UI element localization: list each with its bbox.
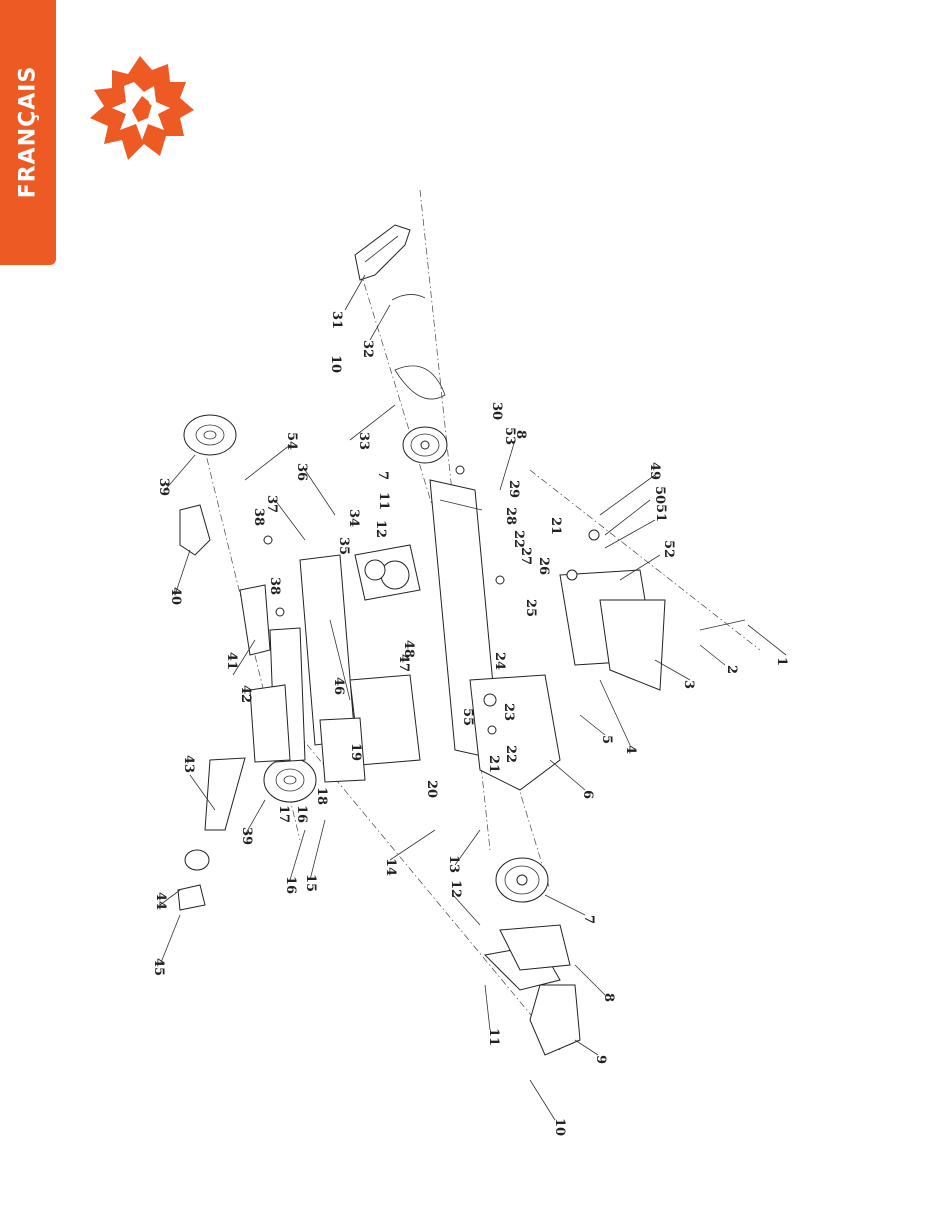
callout-10b: 10	[328, 355, 343, 373]
callout-21: 21	[486, 755, 501, 773]
callout-9: 9	[593, 1055, 608, 1064]
callout-5: 5	[599, 735, 614, 744]
callout-43: 43	[181, 755, 196, 773]
callout-13: 13	[446, 855, 461, 873]
upper-guard-part	[355, 225, 410, 280]
callout-18: 18	[314, 787, 329, 805]
callout-7b: 7	[375, 471, 390, 480]
callout-50: 50	[652, 486, 667, 504]
callout-16: 16	[283, 876, 298, 894]
callout-54: 54	[284, 432, 299, 450]
callout-2: 2	[724, 665, 739, 674]
callout-48: 48	[401, 640, 416, 658]
gear-part	[178, 850, 209, 910]
callout-17: 17	[276, 805, 291, 823]
callout-11: 11	[486, 1028, 501, 1046]
callout-labels: 1 2 3 4 5 6 7 8 9 10 11 12 13 14 15 16 1…	[151, 311, 789, 1136]
callout-22b: 22	[511, 530, 526, 548]
callout-38: 38	[251, 508, 266, 526]
callout-16b: 16	[294, 805, 309, 823]
callout-20: 20	[424, 780, 439, 798]
callout-4: 4	[623, 745, 638, 754]
callout-30: 30	[489, 402, 504, 420]
callout-46: 46	[331, 677, 346, 695]
callout-15: 15	[303, 874, 318, 892]
callout-23: 23	[501, 703, 516, 721]
callout-29: 29	[506, 480, 521, 498]
callout-35: 35	[336, 537, 351, 555]
callout-36: 36	[294, 463, 309, 481]
callout-31: 31	[329, 311, 344, 329]
callout-45: 45	[151, 958, 166, 976]
callout-12: 12	[448, 880, 463, 898]
callout-7: 7	[581, 915, 596, 924]
callout-40: 40	[168, 587, 183, 605]
callout-38b: 38	[267, 577, 282, 595]
callout-51: 51	[653, 504, 668, 522]
callout-3: 3	[681, 680, 696, 689]
engine-part	[355, 545, 420, 600]
pulley-bottom-part	[496, 858, 548, 902]
callout-6: 6	[580, 790, 595, 799]
wheel-top-part	[184, 415, 236, 455]
callout-42: 42	[238, 685, 253, 703]
belt-small-part	[392, 294, 425, 300]
callout-10: 10	[552, 1118, 567, 1136]
callout-34: 34	[346, 509, 361, 527]
callout-8: 8	[601, 993, 616, 1002]
callout-26: 26	[536, 557, 551, 575]
callout-19: 19	[348, 743, 363, 761]
pulley-top-part	[403, 427, 447, 463]
callout-55: 55	[460, 708, 475, 726]
callout-14: 14	[383, 858, 398, 876]
callout-1: 1	[774, 657, 789, 666]
callout-39b: 39	[239, 827, 254, 845]
belt-large-part	[395, 366, 445, 399]
callout-28: 28	[503, 507, 518, 525]
callout-22: 22	[503, 745, 518, 763]
callout-27: 27	[518, 547, 533, 565]
wheel-bottom-part	[264, 758, 316, 802]
callout-33: 33	[356, 432, 371, 450]
callout-8b: 8	[513, 430, 528, 439]
callout-12b: 12	[373, 520, 388, 538]
callout-52: 52	[661, 540, 676, 558]
callout-41: 41	[224, 652, 239, 670]
callout-39: 39	[156, 478, 171, 496]
callout-25: 25	[523, 599, 538, 617]
callout-24: 24	[492, 652, 507, 670]
callout-21b: 21	[548, 517, 563, 535]
callout-11b: 11	[376, 492, 391, 510]
callout-32: 32	[360, 340, 375, 358]
callout-44: 44	[153, 892, 168, 910]
callout-49: 49	[647, 462, 662, 480]
